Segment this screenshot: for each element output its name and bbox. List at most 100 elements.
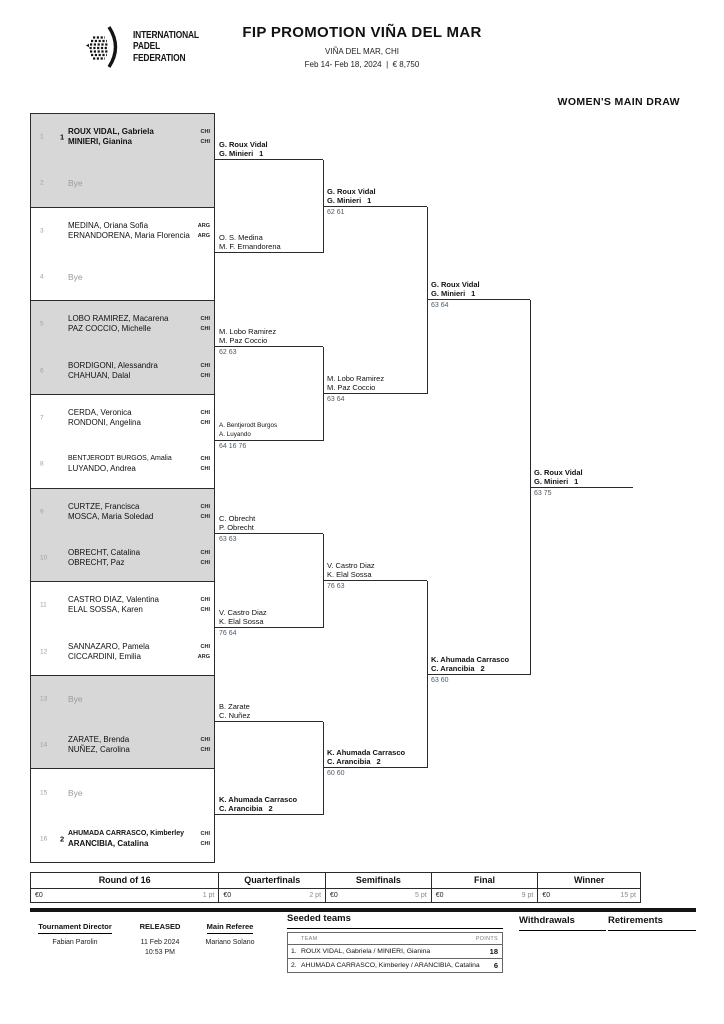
player-2-name: ERNANDORENA, Maria Florencia (68, 230, 190, 240)
row-number: 7 (40, 414, 44, 422)
bye-label: Bye (68, 178, 83, 189)
seeded-teams-header: TEAM POINTS (288, 933, 502, 944)
entry-player-2: M. F. Ernandorena (219, 242, 281, 252)
seed-number: 2 (60, 834, 65, 844)
player-1-country: CHI (200, 410, 210, 417)
player-1-country: CHI (200, 549, 210, 556)
player-2-country: CHI (200, 139, 210, 146)
event-dates-prize: Feb 14- Feb 18, 2024 | € 8,750 (0, 60, 724, 69)
round-points: 15 pt (620, 892, 636, 899)
entry-player-2: P. Obrecht (219, 523, 254, 533)
country-codes: CHI CHI (201, 361, 210, 381)
entry-player-1: V. Castro Diaz (327, 561, 375, 571)
row-number: 3 (40, 227, 44, 235)
main-referee-block: Main Referee Mariano Solano (190, 916, 270, 947)
round-name: Winner (573, 875, 605, 885)
withdrawals-block: Withdrawals (519, 915, 606, 931)
match-score: 63 60 (431, 676, 449, 684)
entry-seed-number: 2 (376, 757, 381, 767)
prize-money: €0 (330, 892, 338, 899)
player-2-country: CHI (200, 372, 210, 379)
row-number: 5 (40, 320, 44, 328)
player-1-country: ARG (197, 222, 210, 229)
row-number: 14 (40, 741, 48, 749)
seed-number: 1 (60, 132, 65, 142)
player-2-country: CHI (200, 466, 210, 473)
row-number: 8 (40, 460, 44, 468)
event-prize: € 8,750 (392, 60, 420, 69)
player-1-country: CHI (200, 643, 210, 650)
event-title: FIP PROMOTION VIÑA DEL MAR (242, 24, 482, 41)
retirements-block: Retirements (608, 915, 696, 931)
player-1-name: ZARATE, Brenda (68, 735, 130, 745)
match-score: 63 75 (534, 489, 552, 497)
player-2-country: CHI (200, 747, 210, 754)
released-time: 10:53 PM (145, 949, 175, 956)
event-dates: Feb 14- Feb 18, 2024 (304, 60, 382, 69)
player-1-country: CHI (200, 503, 210, 510)
round-points: 9 pt (521, 892, 534, 899)
player-1-country: CHI (200, 362, 210, 369)
player-1-name: BENTJERODT BURGOS, Amalia (68, 455, 172, 463)
row-number: 2 (40, 179, 44, 187)
country-codes: CHI CHI (201, 548, 210, 568)
round-name: Semifinals (355, 875, 401, 885)
bye-label: Bye (68, 693, 83, 704)
match-score: 76 63 (327, 583, 345, 591)
entry-player-1: K. Ahumada Carrasco (219, 795, 298, 805)
entry-seed-number: 2 (268, 804, 273, 814)
player-2-country: CHI (200, 559, 210, 566)
seeded-team-points: 18 (489, 947, 498, 956)
round-name: Round of 16 (98, 875, 151, 885)
seeded-team-name: AHUMADA CARRASCO, Kimberley / ARANCIBIA,… (301, 962, 480, 969)
entry-player-1: M. Lobo Ramirez (219, 327, 277, 337)
prize-money: €0 (223, 892, 232, 899)
prize-money: €0 (35, 892, 43, 899)
player-2-name: ELAL SOSSA, Karen (68, 605, 143, 615)
match-score: 76 64 (219, 629, 237, 637)
entry-player-2: A. Luyando (219, 430, 251, 438)
player-1-name: OBRECHT, Catalina (68, 547, 141, 557)
player-1-name: LOBO RAMIREZ, Macarena (68, 314, 169, 324)
entry-seed-number: 2 (480, 663, 485, 673)
player-2-name: MINIERI, Gianina (68, 137, 133, 147)
player-1-country: CHI (200, 830, 210, 837)
player-1-name: AHUMADA CARRASCO, Kimberley (68, 829, 185, 837)
